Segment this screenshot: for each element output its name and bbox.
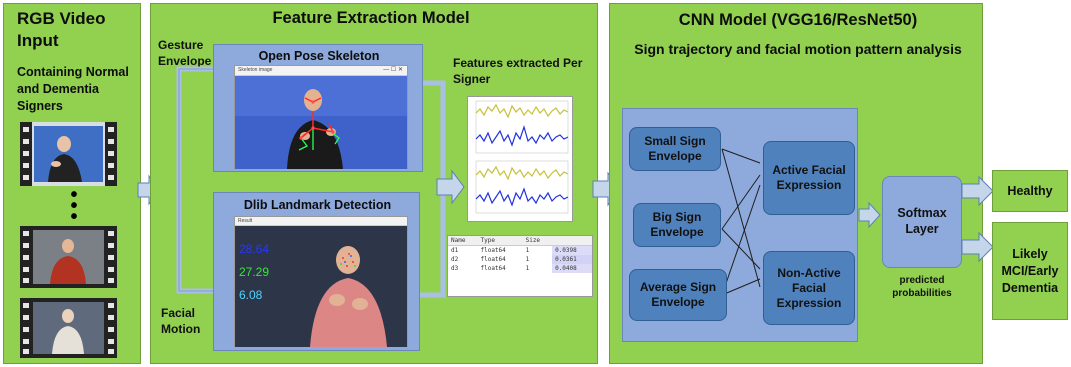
openpose-box: Open Pose Skeleton Skeleton image — ☐ ✕ <box>213 44 423 172</box>
dlib-window-title: Result <box>238 218 253 224</box>
table-header <box>552 236 592 246</box>
node-small-sign-envelope: Small Sign Envelope <box>629 127 721 171</box>
dlib-frame <box>235 226 407 347</box>
facial-motion-label: Facial Motion <box>161 306 201 336</box>
output-healthy: Healthy <box>992 170 1068 212</box>
node-average-sign-envelope: Average Sign Envelope <box>629 269 727 321</box>
feature-title: Feature Extraction Model <box>272 9 470 27</box>
dlib-value-1: 28.64 <box>239 242 270 256</box>
cnn-title: CNN Model (VGG16/ResNet50) <box>678 11 918 29</box>
cnn-network-box: Small Sign Envelope Big Sign Envelope Av… <box>622 108 858 342</box>
ellipsis-dots: • • • <box>70 184 78 228</box>
table-cell: 1 <box>525 256 530 263</box>
node-non-active-facial-expression: Non-Active Facial Expression <box>763 251 855 325</box>
output-dementia: Likely MCI/Early Dementia <box>992 222 1068 320</box>
dlib-window: Result 28.64 27.29 6.08 <box>234 216 408 347</box>
video-thumbnail-3 <box>20 298 117 358</box>
feature-panel: Feature Extraction Model Gesture Envelop… <box>150 3 598 364</box>
gesture-envelope-label: Gesture Envelope <box>158 38 212 68</box>
openpose-title: Open Pose Skeleton <box>258 49 380 63</box>
gesture-bracket <box>176 66 213 294</box>
features-extracted-label: Features extracted Per Signer <box>453 56 583 86</box>
cnn-subtitle: Sign trajectory and facial motion patter… <box>634 41 962 57</box>
softmax-layer: Softmax Layer <box>882 176 962 268</box>
arrow-to-features <box>436 169 465 205</box>
film-strip-icon <box>20 226 117 288</box>
video-thumbnail-1 <box>20 122 117 186</box>
table-row: d1 float64 1 0.0398 <box>448 245 592 255</box>
input-title: RGB Video Input <box>17 9 106 50</box>
openpose-frame <box>235 76 407 169</box>
arrow-to-healthy <box>961 175 994 207</box>
table-cell: 1 <box>525 247 530 254</box>
openpose-window-title: Skeleton image <box>238 67 273 73</box>
dlib-box: Dlib Landmark Detection Result 28.64 27.… <box>213 192 420 351</box>
input-subtitle: Containing Normal and Dementia Signers <box>17 65 129 113</box>
predicted-probabilities-label: predicted probabilities <box>892 275 952 299</box>
dlib-title: Dlib Landmark Detection <box>243 198 392 212</box>
dlib-value-2: 27.29 <box>239 265 270 279</box>
table-cell: d2 <box>451 256 459 263</box>
table-row: d3 float64 1 0.0408 <box>448 264 592 273</box>
output-dementia-label: Likely MCI/Early Dementia <box>1001 246 1059 295</box>
table-header: Type <box>480 237 495 244</box>
film-strip-icon <box>20 298 117 358</box>
table-cell: 0.0408 <box>552 264 592 273</box>
cnn-panel: CNN Model (VGG16/ResNet50) Sign trajecto… <box>609 3 983 364</box>
network-connections <box>721 148 761 296</box>
table-cell: float64 <box>480 247 506 254</box>
signal-plot-graphic <box>468 97 572 221</box>
arrow-to-dementia <box>961 231 994 263</box>
table-cell: 0.0361 <box>552 255 592 264</box>
table-cell: 0.0398 <box>552 245 592 255</box>
table-header: Name <box>451 237 466 244</box>
dlib-value-3: 6.08 <box>239 288 263 302</box>
film-strip-icon <box>20 122 117 186</box>
video-thumbnail-2 <box>20 226 117 288</box>
input-panel: RGB Video Input Containing Normal and De… <box>3 3 141 364</box>
node-big-sign-envelope: Big Sign Envelope <box>633 203 721 247</box>
feature-table: Name Type Size d1 float64 1 0.0398 d2 fl… <box>447 235 593 297</box>
dlib-window-titlebar: Result <box>235 217 407 226</box>
window-controls-icon: — ☐ ✕ <box>383 67 403 73</box>
table-header: Size <box>525 237 541 244</box>
output-healthy-label: Healthy <box>1007 184 1053 198</box>
table-cell: d3 <box>451 265 459 272</box>
table-cell: 1 <box>525 265 530 272</box>
table-row: d2 float64 1 0.0361 <box>448 255 592 264</box>
table-cell: float64 <box>480 265 506 272</box>
table-cell: float64 <box>480 256 506 263</box>
arrow-to-softmax <box>858 201 881 229</box>
feature-table-grid: Name Type Size d1 float64 1 0.0398 d2 fl… <box>448 236 592 273</box>
openpose-window-titlebar: Skeleton image — ☐ ✕ <box>235 66 407 76</box>
signal-plot <box>467 96 573 222</box>
node-active-facial-expression: Active Facial Expression <box>763 141 855 215</box>
table-cell: d1 <box>451 247 459 254</box>
openpose-window: Skeleton image — ☐ ✕ <box>234 65 408 169</box>
